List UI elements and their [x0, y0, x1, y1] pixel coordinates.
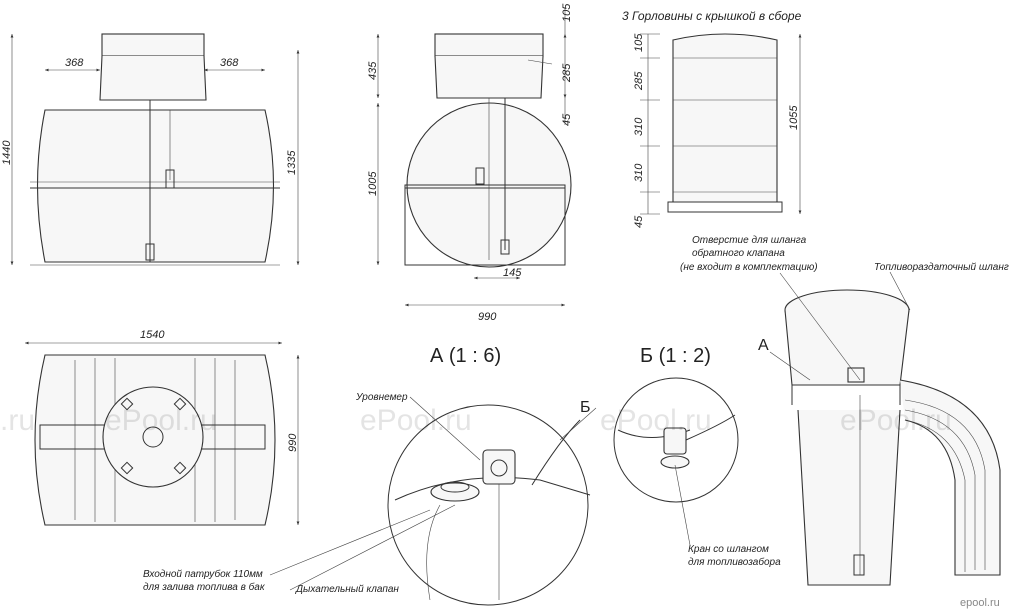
- dim-side-990: 990: [478, 311, 497, 323]
- dim-368-left: 368: [65, 57, 84, 69]
- label-detail-b: Б (1 : 2): [640, 345, 711, 367]
- neck-assembly-view: [640, 33, 802, 215]
- detail-a: [269, 396, 597, 606]
- side-neck-cap: [434, 33, 544, 57]
- dim-neck-310a: 310: [633, 117, 645, 136]
- label-fuel-hose: Топливораздаточный шланг: [874, 262, 1009, 273]
- label-neck-assembly: 3 Горловины с крышкой в сборе: [622, 9, 802, 23]
- dim-1335: 1335: [286, 150, 298, 175]
- watermark-3: ePool.ru: [360, 404, 472, 437]
- label-inlet-2: для залива топлива в бак: [143, 581, 266, 593]
- label-inlet-1: Входной патрубок 110мм: [143, 568, 263, 580]
- isometric-view: [769, 271, 1001, 586]
- side-view: [376, 8, 572, 307]
- tank-body-front: [36, 109, 274, 263]
- label-callout-b: Б: [580, 399, 591, 416]
- dim-top-990: 990: [287, 433, 299, 452]
- label-callout-a: А: [758, 337, 769, 354]
- dim-1440: 1440: [1, 140, 13, 165]
- dim-side-145: 145: [503, 267, 522, 279]
- dim-368-right: 368: [220, 57, 239, 69]
- watermark-4: ePool.ru: [600, 404, 712, 437]
- dim-side-1005: 1005: [367, 171, 379, 196]
- dim-side-105: 105: [561, 3, 573, 22]
- dim-neck-45: 45: [633, 215, 645, 228]
- dim-neck-310b: 310: [633, 163, 645, 182]
- dim-side-285: 285: [561, 63, 573, 83]
- dim-neck-1055: 1055: [788, 105, 800, 130]
- label-return-hole-1: Отверстие для шланга: [692, 235, 807, 246]
- dim-neck-105: 105: [633, 33, 645, 52]
- label-tap-1: Кран со шлангом: [688, 544, 769, 555]
- label-tap-2: для топливозабора: [688, 556, 781, 568]
- dim-neck-285: 285: [633, 71, 645, 91]
- dim-side-45: 45: [561, 113, 573, 126]
- watermark-5: ePool.ru: [840, 404, 952, 437]
- label-return-hole-3: (не входит в комплектацию): [680, 262, 818, 273]
- label-breather: Дыхательный клапан: [295, 584, 399, 595]
- front-view: [10, 33, 300, 266]
- dim-side-435: 435: [367, 61, 379, 80]
- label-return-hole-2: обратного клапана: [692, 247, 785, 259]
- watermark-2: ePool.ru: [105, 404, 217, 437]
- watermark-1: .ru: [0, 404, 35, 437]
- label-level-gauge: Уровнемер: [355, 392, 408, 403]
- dim-top-1540: 1540: [140, 329, 165, 341]
- detail-b: [613, 377, 739, 546]
- top-view: [25, 341, 300, 526]
- neck-cap: [101, 33, 205, 57]
- brand-mark: epool.ru: [960, 597, 1000, 609]
- label-detail-a: А (1 : 6): [430, 345, 501, 367]
- neck-body: [99, 55, 207, 101]
